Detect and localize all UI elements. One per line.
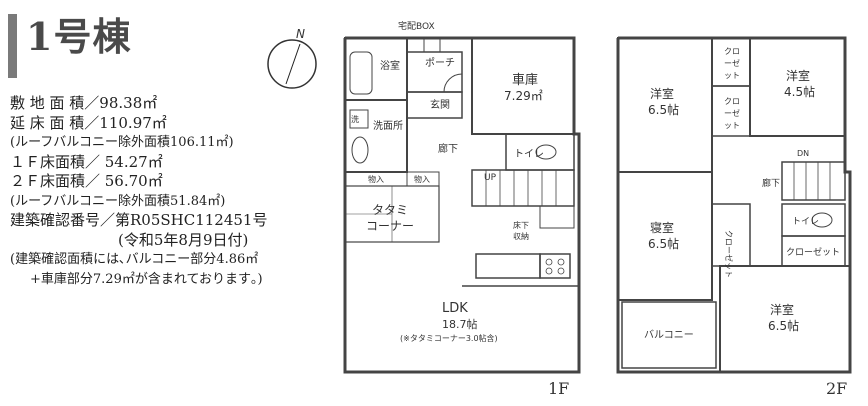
closet4-label: クローゼット xyxy=(786,246,840,258)
spec-panel: 1号棟 敷 地 面 積／98.38㎡ 延 床 面 積／110.97㎡ (ルーフバ… xyxy=(0,0,330,406)
porch-label: ポーチ xyxy=(425,57,455,69)
room-a-size: 6.5帖 xyxy=(648,102,679,117)
garage-area: 7.29㎡ xyxy=(504,89,543,103)
closet2-label-a: クロ xyxy=(724,97,740,106)
compass-icon: N xyxy=(267,27,317,89)
closet2-label-b: ーゼ xyxy=(724,108,740,118)
floor1-plan xyxy=(343,36,581,374)
washroom-label: 洗面所 xyxy=(373,120,403,132)
floor-area-note: (ルーフバルコニー除外面積106.11㎡) xyxy=(10,135,234,150)
closet3-label: クローゼット xyxy=(724,230,734,278)
closet1-label-c: ット xyxy=(724,71,740,80)
closet1-label-b: ーゼ xyxy=(724,58,740,68)
toilet2f-label: トイレ xyxy=(792,217,819,227)
tatami-label-1: タタミ xyxy=(372,203,408,217)
floor2-note: (ルーフバルコニー除外面積51.84㎡) xyxy=(10,193,226,209)
stairs-down-label: DN xyxy=(797,149,809,158)
permit-note-2: +車庫部分7.29㎡が含まれております｡) xyxy=(30,271,263,287)
ldk-size: 18.7帖 xyxy=(442,318,478,331)
permit-date: (令和5年8月9日付) xyxy=(118,230,249,249)
sink-icon xyxy=(351,136,369,164)
room-c-label: 洋室 xyxy=(770,302,794,317)
site-area: 敷 地 面 積／98.38㎡ xyxy=(10,94,158,112)
ldk-label: LDK xyxy=(442,301,468,316)
toilet2f-icon xyxy=(811,212,833,228)
balcony-label: バルコニー xyxy=(644,329,694,341)
bedroom-wall xyxy=(617,171,713,301)
permit-note-1: (建築確認面積には､バルコニー部分4.86㎡ xyxy=(10,252,259,267)
room-b-wall xyxy=(749,37,846,137)
delivery-box-label: 宅配BOX xyxy=(398,20,435,32)
room-b-size: 4.5帖 xyxy=(784,84,815,99)
entrance-area xyxy=(406,91,463,119)
balcony-area xyxy=(621,301,717,369)
bedroom-size: 6.5帖 xyxy=(648,236,679,251)
entrance-door-swing xyxy=(443,73,463,93)
floor2-plan xyxy=(616,36,852,374)
permit-number: 建築確認番号／第R05SHC112451号 xyxy=(10,211,268,229)
washer-icon xyxy=(349,109,369,129)
washroom-wall xyxy=(344,99,408,173)
underfloor-label-2: 収納 xyxy=(513,231,529,241)
floor2-area: ２Ｆ床面積／ 56.70㎡ xyxy=(10,172,163,190)
tatami-label-2: コーナー xyxy=(366,219,414,233)
underfloor-storage-box xyxy=(539,205,575,229)
corridor1f-label: 廊下 xyxy=(438,142,458,155)
bathtub-icon xyxy=(349,51,373,95)
bath-label: 浴室 xyxy=(380,59,400,72)
compass-label: N xyxy=(296,27,305,41)
building-title: 1号棟 xyxy=(26,14,132,59)
room-c-size: 6.5帖 xyxy=(768,318,799,333)
storage1-label: 物入 xyxy=(368,174,384,184)
storage2-label: 物入 xyxy=(414,174,430,184)
room-b-label: 洋室 xyxy=(786,68,810,83)
room-a-label: 洋室 xyxy=(650,86,674,101)
stairs-up-label: UP xyxy=(484,173,497,183)
floor1-area: １Ｆ床面積／ 54.27㎡ xyxy=(10,152,163,171)
toilet-icon xyxy=(535,144,557,160)
bedroom-label: 寝室 xyxy=(650,220,674,235)
stove xyxy=(539,253,571,279)
floor1-label: 1F xyxy=(548,379,569,398)
closet2-label-c: ット xyxy=(724,121,740,130)
spec-list: 敷 地 面 積／98.38㎡ 延 床 面 積／110.97㎡ (ルーフバルコニー… xyxy=(10,94,267,289)
floor2-label: 2F xyxy=(826,379,847,398)
entrance-label: 玄関 xyxy=(430,98,450,111)
stairs-area xyxy=(471,169,575,207)
corridor2f-label: 廊下 xyxy=(762,177,780,189)
room-c-wall xyxy=(719,265,851,373)
garage-label: 車庫 xyxy=(512,73,538,88)
underfloor-label-1: 床下 xyxy=(513,220,529,230)
toilet1f-label: トイレ xyxy=(514,149,544,160)
floor-area-total: 延 床 面 積／110.97㎡ xyxy=(10,113,167,132)
title-accent-bar xyxy=(8,14,17,78)
kitchen-sink xyxy=(475,253,541,279)
closet1-label-a: クロ xyxy=(724,47,740,56)
stairs2f-area xyxy=(781,161,846,201)
washer-label: 洗 xyxy=(351,114,359,124)
ldk-note: (※タタミコーナー3.0帖含) xyxy=(400,333,498,343)
